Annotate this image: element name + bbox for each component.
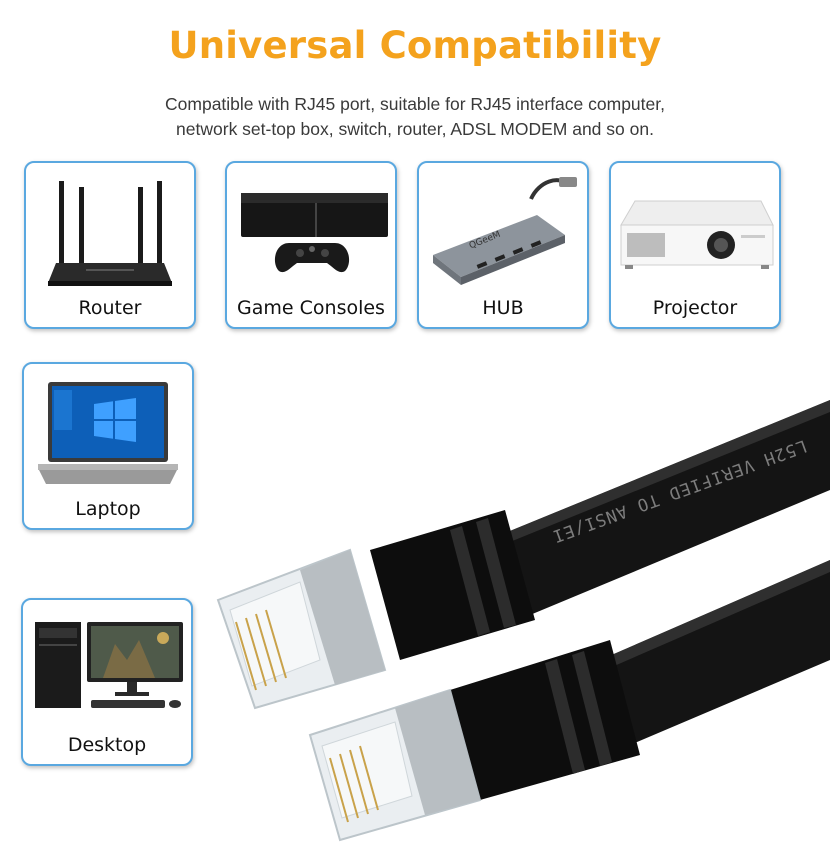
projector-icon bbox=[620, 200, 774, 269]
router-icon bbox=[48, 181, 172, 286]
game-console-icon bbox=[241, 193, 388, 273]
ethernet-cable-illustration: L52H VERIFIED TO ANSI/EI bbox=[216, 400, 830, 842]
cable-jacket-upper bbox=[500, 400, 830, 615]
device-card-desktop: Desktop bbox=[21, 598, 193, 766]
device-card-router: Router bbox=[24, 161, 196, 329]
device-label: Projector bbox=[652, 297, 738, 319]
device-card-hub: QGeeM HUB bbox=[417, 161, 589, 329]
cable-boot-lower bbox=[450, 640, 640, 800]
device-label: HUB bbox=[482, 297, 524, 319]
page-title: Universal Compatibility bbox=[168, 24, 662, 67]
device-label: Router bbox=[78, 297, 142, 319]
subtitle-line-2: network set-top box, switch, router, ADS… bbox=[176, 119, 654, 139]
laptop-icon bbox=[38, 382, 178, 484]
device-card-game-consoles: Game Consoles bbox=[225, 161, 397, 329]
desktop-icon bbox=[35, 622, 183, 708]
cable-jacket-lower bbox=[600, 560, 830, 745]
device-label: Desktop bbox=[67, 734, 147, 756]
device-card-laptop: Laptop bbox=[22, 362, 194, 530]
device-card-projector: Projector bbox=[609, 161, 781, 329]
device-label: Laptop bbox=[75, 498, 141, 520]
device-label: Game Consoles bbox=[237, 297, 385, 319]
usb-hub-icon: QGeeM bbox=[433, 177, 577, 285]
page-subtitle: Compatible with RJ45 port, suitable for … bbox=[0, 92, 830, 142]
subtitle-line-1: Compatible with RJ45 port, suitable for … bbox=[165, 94, 665, 114]
